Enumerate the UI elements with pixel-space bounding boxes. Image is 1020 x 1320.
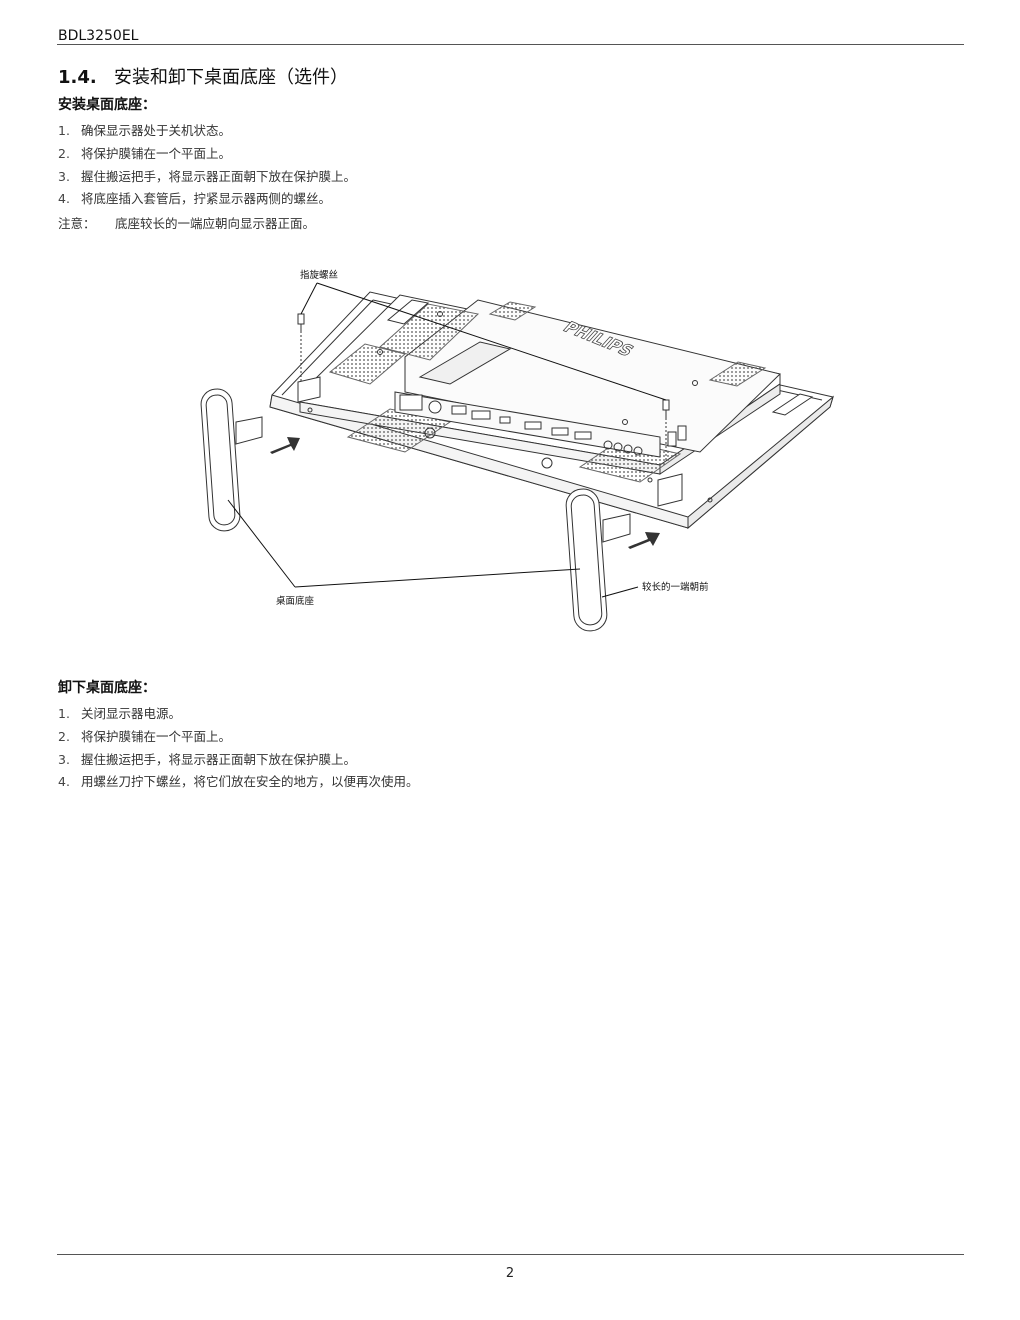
install-steps-list: 1. 确保显示器处于关机状态。 2. 将保护膜铺在一个平面上。 3. 握住搬运把手，将… [58, 120, 356, 211]
step-text: 关闭显示器电源。 [81, 706, 182, 721]
step-number: 4. [58, 774, 70, 790]
install-note: 注意： 底座较长的一端应朝向显示器正面。 [58, 213, 315, 232]
install-step: 3. 握住搬运把手，将显示器正面朝下放在保护膜上。 [58, 166, 356, 189]
step-text: 用螺丝刀拧下螺丝，将它们放在安全的地方，以便再次使用。 [81, 774, 419, 790]
step-text: 确保显示器处于关机状态。 [81, 123, 232, 138]
section-title: 安装和卸下桌面底座（选件） [114, 67, 348, 88]
note-text: 底座较长的一端应朝向显示器正面。 [115, 216, 316, 231]
section-heading: 1.4. 安装和卸下桌面底座（选件） [58, 63, 348, 89]
header-rule [57, 44, 964, 45]
step-number: 1. [58, 123, 70, 138]
step-text: 将底座插入套管后，拧紧显示器两侧的螺丝。 [81, 191, 332, 207]
section-number: 1.4. [58, 67, 97, 88]
remove-step: 3. 握住搬运把手，将显示器正面朝下放在保护膜上。 [58, 749, 419, 772]
remove-steps-list: 1. 关闭显示器电源。 2. 将保护膜铺在一个平面上。 3. 握住搬运把手，将显示器正… [58, 703, 419, 794]
callout-table-stand: 桌面底座 [276, 596, 315, 607]
callout-long-end-front: 较长的一端朝前 [642, 582, 709, 593]
remove-step: 2. 将保护膜铺在一个平面上。 [58, 726, 419, 749]
step-number: 1. [58, 706, 70, 721]
step-number: 3. [58, 168, 70, 184]
step-number: 4. [58, 191, 70, 207]
step-text: 将保护膜铺在一个平面上。 [81, 145, 232, 161]
footer-rule [57, 1254, 964, 1255]
remove-step: 1. 关闭显示器电源。 [58, 703, 419, 726]
install-step: 2. 将保护膜铺在一个平面上。 [58, 143, 356, 166]
step-number: 2. [58, 728, 70, 744]
document-model-header: BDL3250EL [58, 28, 139, 44]
step-number: 3. [58, 751, 70, 767]
install-step: 1. 确保显示器处于关机状态。 [58, 120, 356, 143]
page-number: 2 [505, 1266, 515, 1281]
install-heading: 安装桌面底座： [58, 97, 156, 113]
remove-heading: 卸下桌面底座： [58, 680, 156, 696]
monitor-stand-drawing: PHILIPS [200, 282, 834, 632]
callout-thumbscrews: 指旋螺丝 [300, 270, 339, 281]
note-label: 注意： [58, 216, 96, 231]
step-number: 2. [58, 145, 70, 161]
step-text: 将保护膜铺在一个平面上。 [81, 728, 232, 744]
step-text: 握住搬运把手，将显示器正面朝下放在保护膜上。 [81, 168, 357, 184]
install-step: 4. 将底座插入套管后，拧紧显示器两侧的螺丝。 [58, 188, 356, 211]
remove-step: 4. 用螺丝刀拧下螺丝，将它们放在安全的地方，以便再次使用。 [58, 771, 419, 794]
step-text: 握住搬运把手，将显示器正面朝下放在保护膜上。 [81, 751, 357, 767]
stand-installation-illustration: PHILIPS 指旋螺丝 桌面底座 较长的一端朝前 [190, 262, 850, 637]
